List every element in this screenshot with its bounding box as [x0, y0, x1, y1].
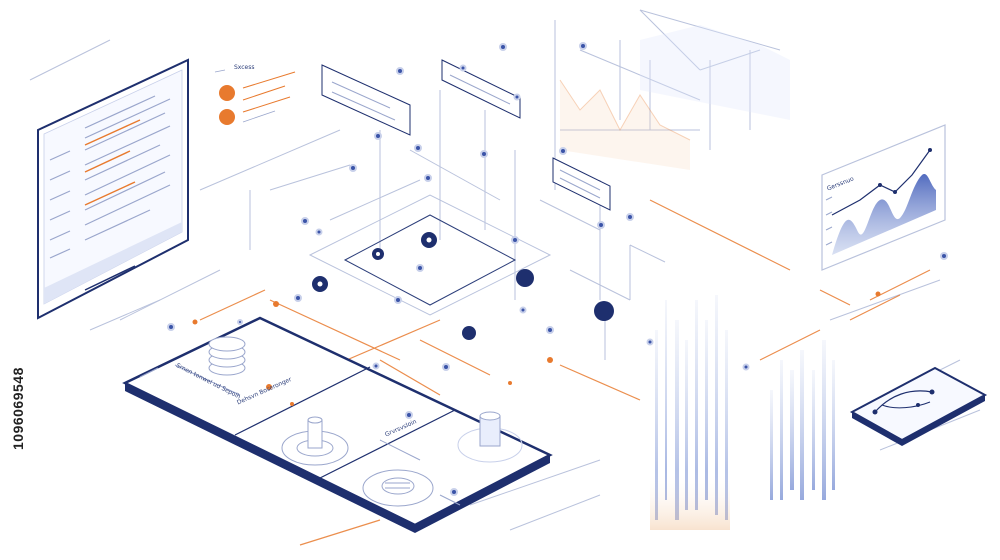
orange-nodes	[192, 291, 881, 385]
faded-area-chart	[559, 25, 790, 170]
navy-nodes	[312, 232, 614, 340]
wave-chart-card	[821, 124, 946, 271]
orange-dot-card	[214, 69, 296, 125]
floating-card-2	[441, 59, 521, 119]
coin-stack-icon	[208, 336, 246, 376]
vertical-bars-right	[770, 340, 835, 500]
tablet-device	[849, 366, 988, 446]
cylinder-icon	[281, 416, 349, 466]
card-top-label: Sxcess	[234, 64, 255, 71]
small-nodes	[167, 42, 948, 496]
floating-card-1	[321, 64, 411, 136]
document-panel	[37, 58, 189, 320]
stock-id-watermark: 1096069548	[10, 367, 26, 450]
cylinder-icon-2	[457, 411, 523, 463]
vertical-bars-center	[650, 295, 730, 530]
disc-icon	[362, 469, 434, 507]
floating-card-3	[552, 157, 611, 211]
bottom-board	[122, 316, 553, 533]
central-platform	[308, 194, 552, 316]
